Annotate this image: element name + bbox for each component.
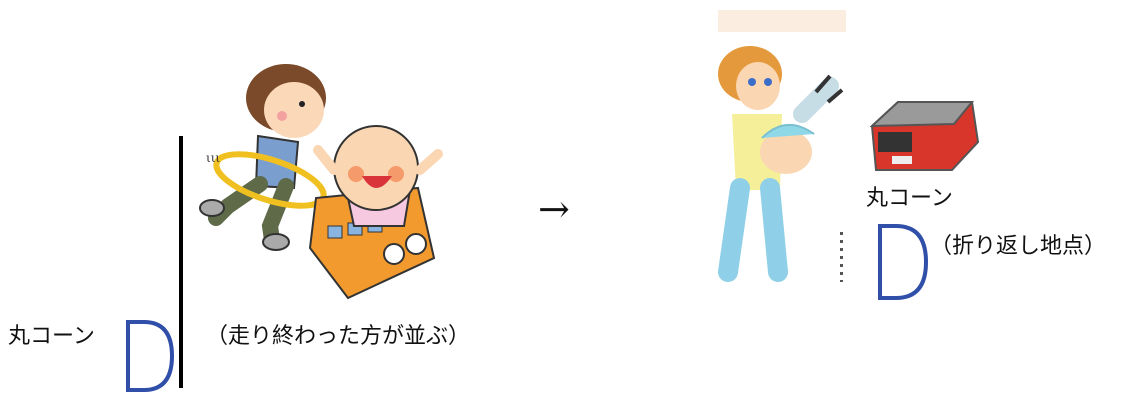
start-line	[179, 136, 183, 388]
cone-label-right: 丸コーン	[866, 186, 953, 211]
tiny-marks	[840, 232, 843, 282]
cone-label-left: 丸コーン	[8, 324, 95, 349]
cone-left-icon	[126, 320, 175, 392]
adult-lifting-child-illustration	[718, 10, 846, 282]
svg-text:ιιι: ιιι	[206, 151, 220, 165]
arrow: →	[538, 187, 570, 231]
turn-point-label: （折り返し地点）	[930, 234, 1107, 259]
cone-right-icon	[878, 224, 929, 300]
waiting-note: （走り終わった方が並ぶ）	[206, 324, 471, 349]
boy-and-train-illustration: ιιι	[199, 64, 443, 300]
red-box-train-icon	[869, 101, 980, 171]
